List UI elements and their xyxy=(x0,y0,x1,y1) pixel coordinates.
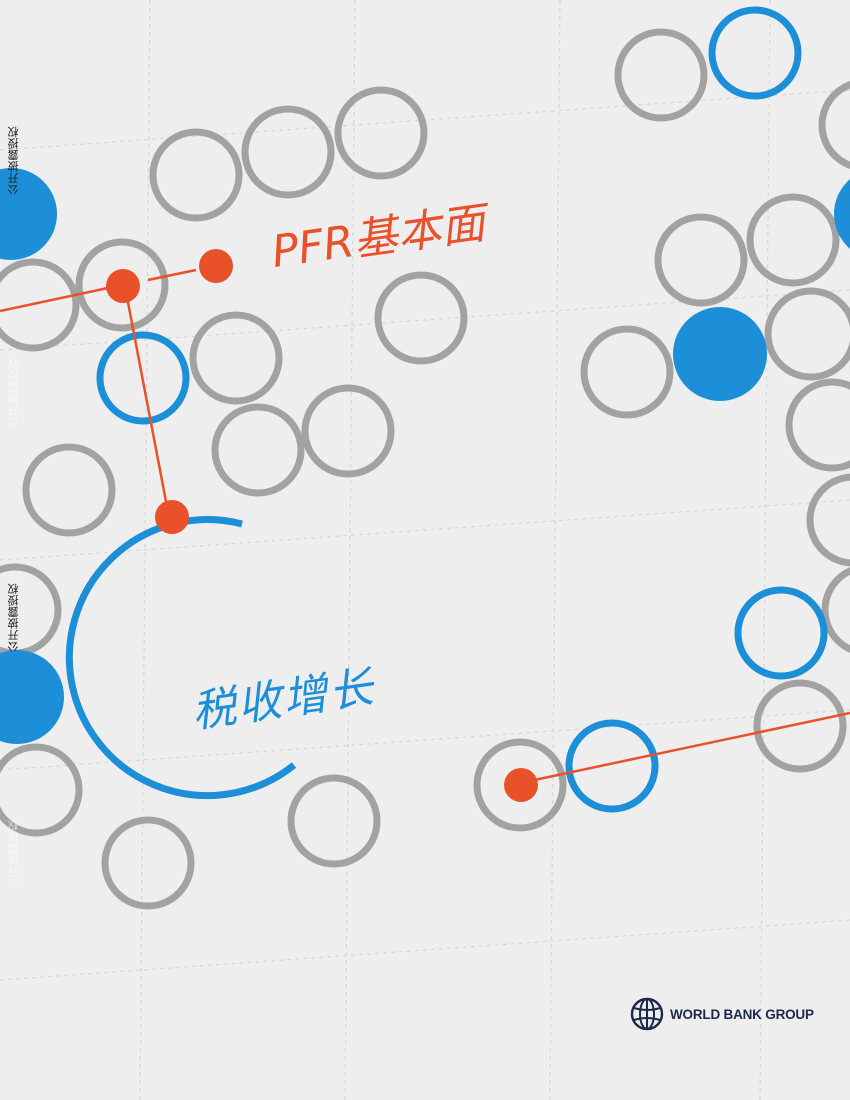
orange-connectors xyxy=(0,268,850,784)
world-bank-group-logo: WORLD BANK GROUP xyxy=(630,997,814,1031)
logo-text: WORLD BANK GROUP xyxy=(670,1006,814,1022)
disclosure-label-faint-1: 公开披露授权 xyxy=(7,358,20,427)
blue-rings xyxy=(65,6,828,813)
blue-dots xyxy=(0,168,850,744)
disclosure-label-top: 公开披露授权 xyxy=(7,126,20,195)
disclosure-label-faint-2: 公开披露授权 xyxy=(7,820,20,889)
orange-nodes xyxy=(106,249,538,802)
globe-icon xyxy=(630,997,664,1031)
disclosure-label-middle: 公开披露授权 xyxy=(7,583,20,652)
gray-rings xyxy=(0,28,850,910)
